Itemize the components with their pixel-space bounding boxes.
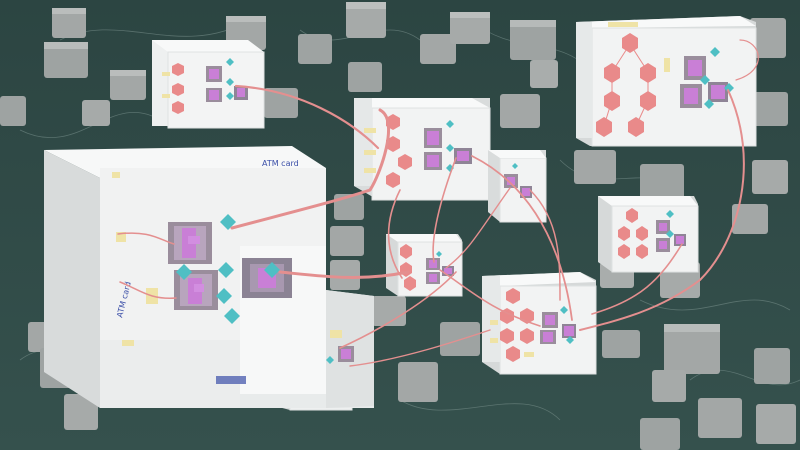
stone-block: [664, 324, 720, 374]
stone-block: [330, 260, 360, 290]
connectors: [117, 39, 759, 367]
stone-block: [602, 330, 640, 358]
container-cube-center[interactable]: [386, 234, 463, 297]
note-tag-icon: [116, 232, 126, 242]
stone-block: [298, 34, 332, 64]
stone-block: [752, 92, 788, 126]
stone-block: [698, 398, 742, 438]
stone-block: [440, 322, 480, 356]
stone-block: [44, 42, 88, 78]
stone-block: [500, 94, 540, 128]
note-tag-icon: [162, 72, 170, 76]
stone-block: [330, 226, 364, 256]
stone-block: [82, 100, 110, 126]
stone-block: [110, 70, 146, 100]
atm-card-cube[interactable]: ATM card ATM card: [44, 146, 374, 408]
stone-block: [750, 18, 786, 58]
note-tag-icon: [162, 94, 170, 98]
stone-block: [420, 34, 456, 64]
stone-block: [652, 370, 686, 402]
stone-block: [0, 96, 26, 126]
pink-component-icon: [242, 258, 292, 298]
stone-block: [752, 160, 788, 194]
container-cube-mid-small[interactable]: [488, 150, 547, 223]
note-tag-icon: [112, 172, 120, 178]
hexagon-node-icon: [172, 63, 184, 114]
stone-block: [52, 8, 86, 38]
stone-block: [754, 348, 790, 384]
stone-block: [756, 404, 796, 444]
atm-card-cube-left-face: [44, 150, 100, 408]
container-cube-top-right[interactable]: [576, 16, 757, 147]
atm-card-title: ATM card: [262, 159, 299, 168]
stone-block: [348, 62, 382, 92]
stone-block: [574, 150, 616, 184]
stone-block: [372, 296, 406, 326]
pink-component-icon: [168, 222, 212, 264]
stone-block: [530, 60, 558, 88]
stone-block: [510, 20, 556, 60]
stone-block: [346, 2, 386, 38]
container-cube-top-left[interactable]: [152, 40, 265, 129]
teal-port-icon: [176, 214, 280, 324]
teal-port-icon: [226, 58, 234, 66]
stone-block: [398, 362, 438, 402]
stone-block: [640, 164, 684, 200]
container-cube-lower-center[interactable]: [482, 272, 597, 375]
stone-block: [450, 12, 490, 44]
stone-block: [334, 194, 364, 220]
container-cube-right-middle[interactable]: [598, 196, 699, 273]
stone-block: [64, 394, 98, 430]
stone-block: [732, 204, 768, 234]
stone-block: [640, 418, 680, 450]
